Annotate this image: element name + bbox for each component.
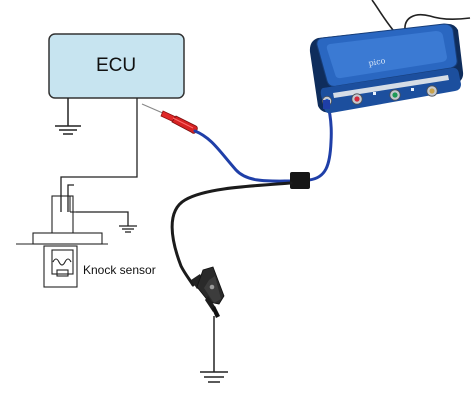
scope-channel-c-connector (389, 89, 401, 101)
scope-channel-d-connector (426, 85, 438, 97)
engine-block-flange (32, 232, 103, 245)
scope-usb-cable-2 (404, 14, 471, 31)
crocodile-clip-icon (191, 266, 225, 318)
scope-usb-cable (371, 0, 394, 31)
probe-cable-to-scope (307, 100, 333, 182)
ecu-ground-symbol-icon (55, 98, 81, 135)
back-probe-pin (141, 103, 198, 134)
scope-top-panel (326, 31, 447, 79)
probe-cable-to-junction (193, 129, 295, 183)
knock-sensor-housing (43, 245, 78, 288)
clip-ground-symbol-icon (200, 316, 228, 383)
cable-junction-block (290, 172, 310, 189)
knock-sensor (16, 195, 108, 288)
scope-channel-b-connector (351, 93, 363, 105)
sensor-ground-symbol-icon (76, 211, 137, 233)
knock-sensor-label: Knock sensor (83, 263, 156, 277)
ecu-label: ECU (96, 55, 136, 76)
ground-lead-cable (170, 181, 293, 287)
scope-probe-plug (323, 100, 330, 109)
scope-led-b (373, 92, 376, 95)
knock-sensor-base (56, 269, 69, 277)
scope-front-strip (333, 75, 449, 98)
ecu-box: ECU (48, 33, 185, 99)
scope-led-c (411, 88, 414, 91)
piezo-wave-icon (52, 258, 72, 266)
scope-brand-label: pico (368, 56, 386, 68)
knock-sensor-element (51, 249, 74, 275)
ecu-box-body (48, 33, 185, 99)
pico-oscilloscope: pico (309, 23, 464, 114)
sensor-signal-wire (60, 98, 138, 212)
